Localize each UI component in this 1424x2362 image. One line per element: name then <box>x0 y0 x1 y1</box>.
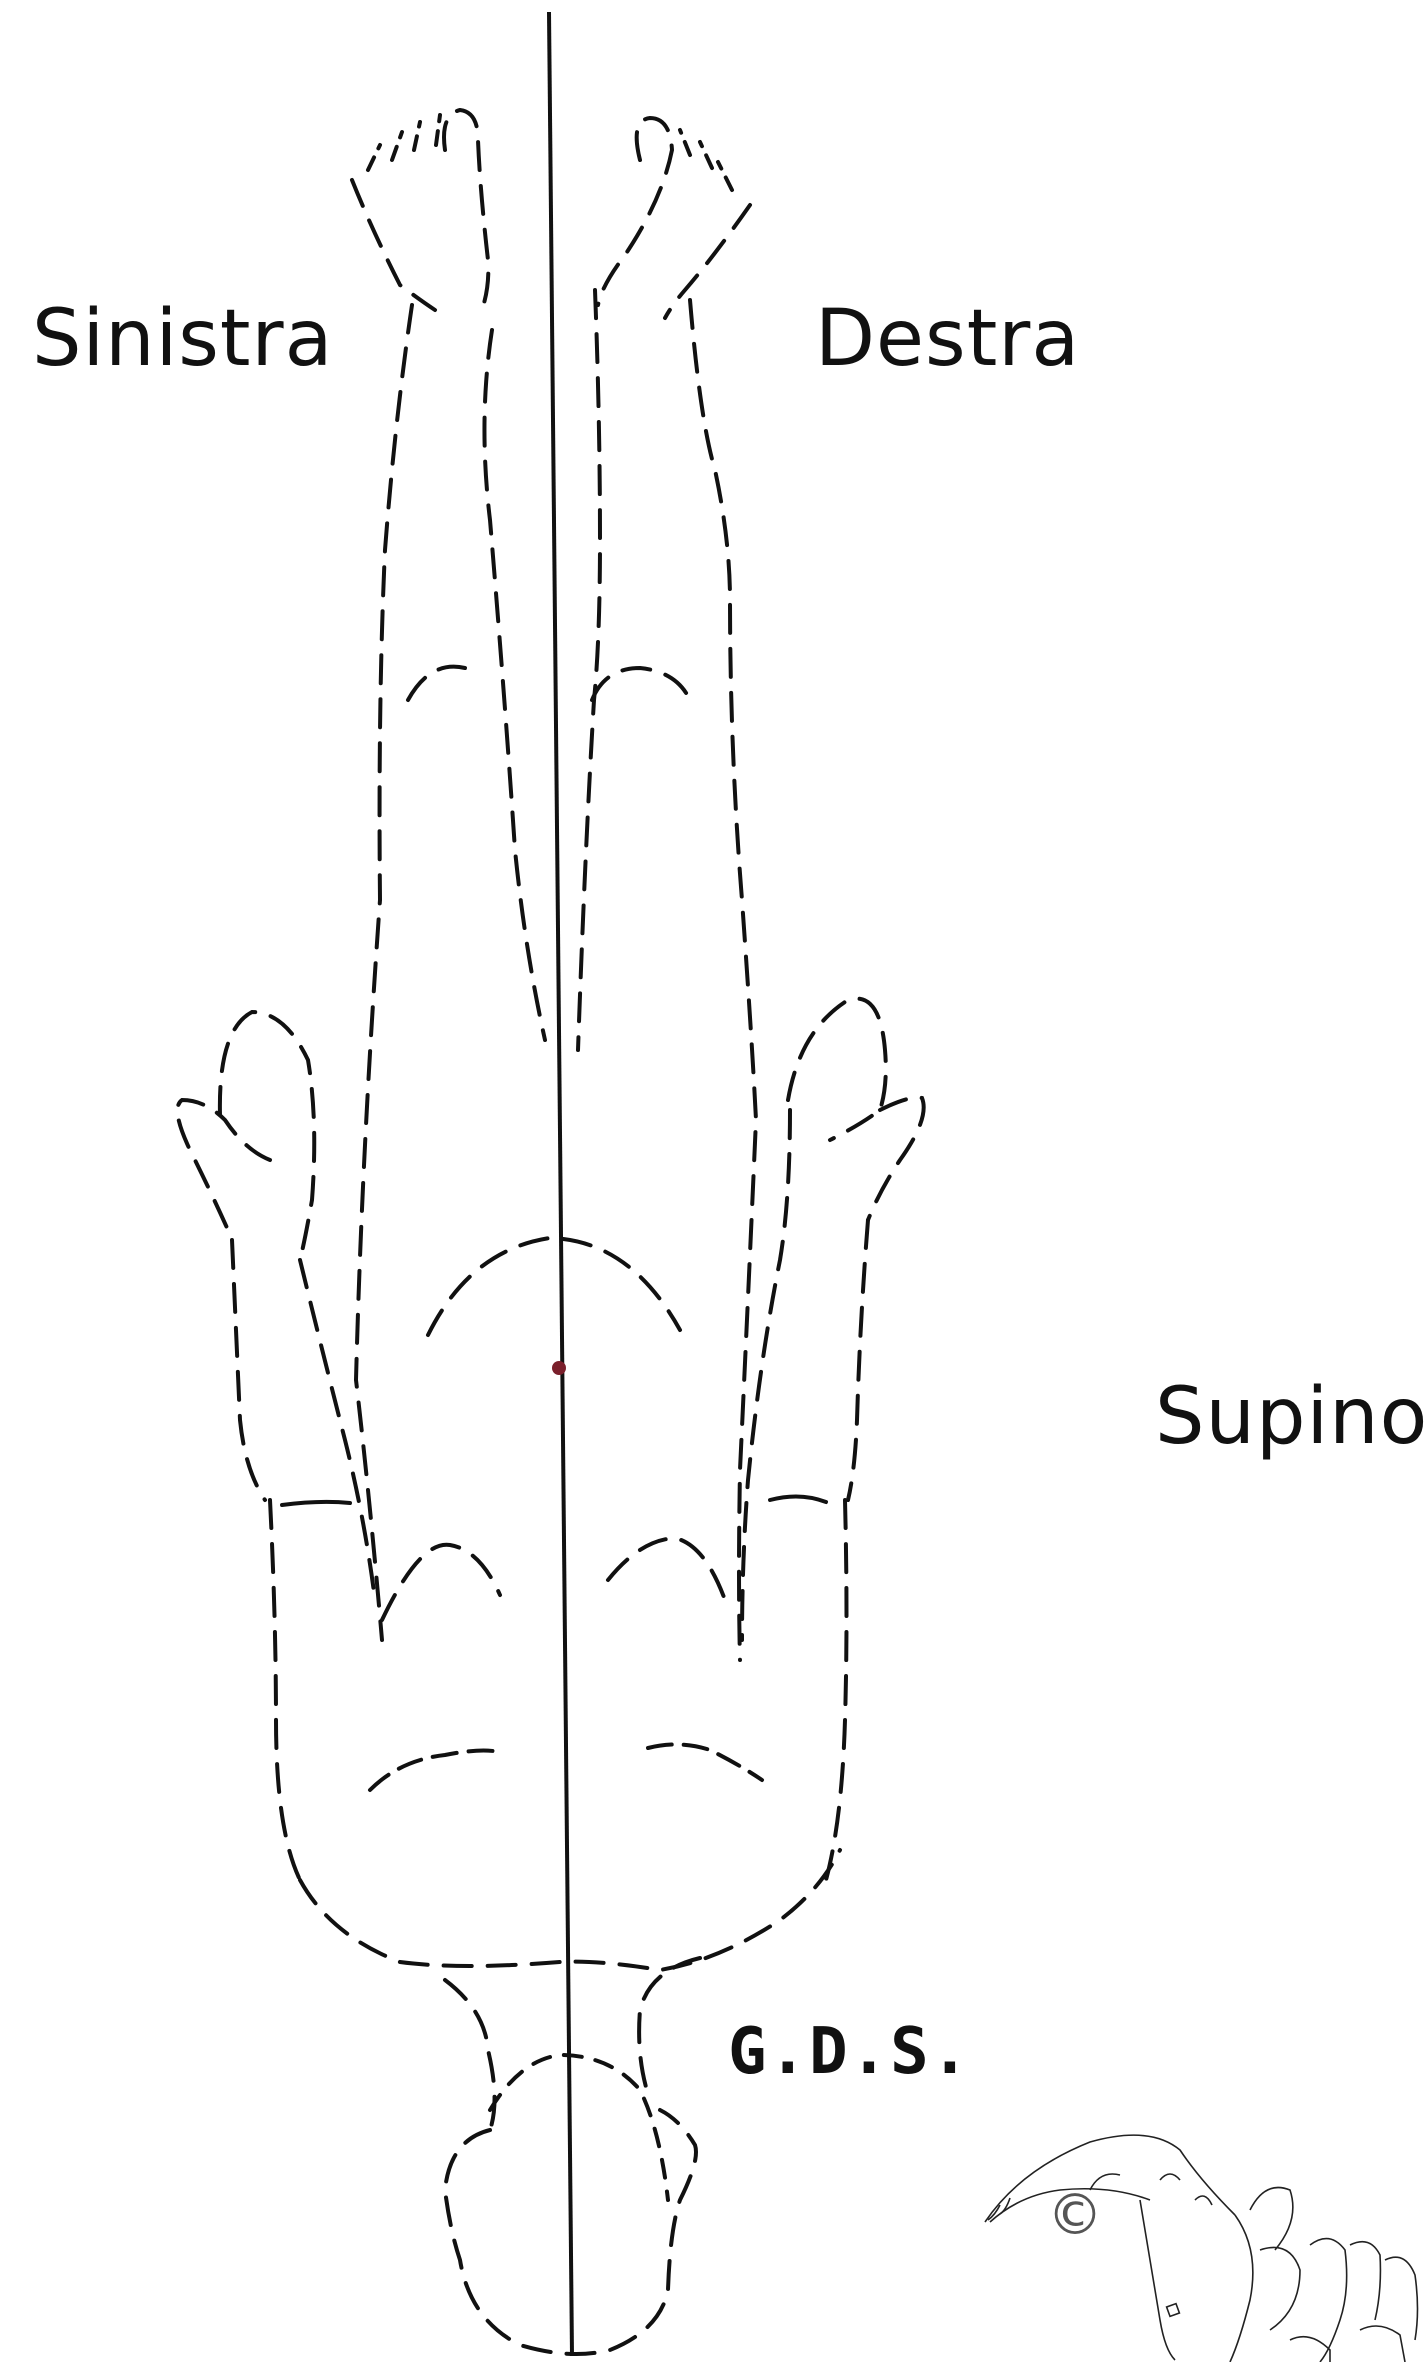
initials-label: G.D.S. <box>728 2020 971 2084</box>
left-foot <box>352 180 435 310</box>
left-knee <box>408 667 465 700</box>
right-leg-outer <box>690 300 756 1660</box>
logo-sketch <box>985 2135 1418 2362</box>
left-hand <box>220 1012 314 1260</box>
right-toe-1 <box>598 118 672 305</box>
right-forearm-outer <box>848 1220 868 1500</box>
pelvis-arc <box>428 1238 680 1335</box>
right-hand <box>788 999 886 1140</box>
right-chest <box>648 1744 762 1780</box>
right-toes <box>680 130 732 190</box>
left-forearm-inner <box>300 1260 375 1600</box>
left-hip <box>382 1545 500 1620</box>
left-leg-outer <box>356 305 412 1640</box>
left-leg-inner <box>484 330 545 1040</box>
right-thumb <box>868 1098 924 1221</box>
left-side-label: Sinistra <box>32 300 333 378</box>
right-forearm-inner <box>742 1110 790 1640</box>
right-foot <box>665 205 750 318</box>
left-upper-arm <box>270 1500 300 1880</box>
right-hip <box>608 1538 725 1600</box>
copyright-mark: © <box>1047 2188 1103 2244</box>
neck-left <box>445 1980 495 2130</box>
right-elbow <box>770 1496 826 1502</box>
left-forearm-outer <box>232 1240 265 1500</box>
position-label: Supino <box>1155 1378 1424 1456</box>
right-leg-inner <box>578 290 600 1050</box>
left-toes <box>368 115 440 170</box>
left-elbow <box>282 1502 350 1505</box>
right-upper-arm <box>826 1500 847 1880</box>
midline <box>549 12 572 2356</box>
neck-right <box>639 1958 700 2100</box>
left-thumb <box>178 1100 271 1230</box>
right-knee <box>592 668 692 705</box>
head-top <box>490 2055 668 2200</box>
center-point <box>552 1361 566 1375</box>
left-toe-1 <box>444 110 488 315</box>
right-side-label: Destra <box>815 300 1080 378</box>
left-chest <box>370 1751 500 1790</box>
